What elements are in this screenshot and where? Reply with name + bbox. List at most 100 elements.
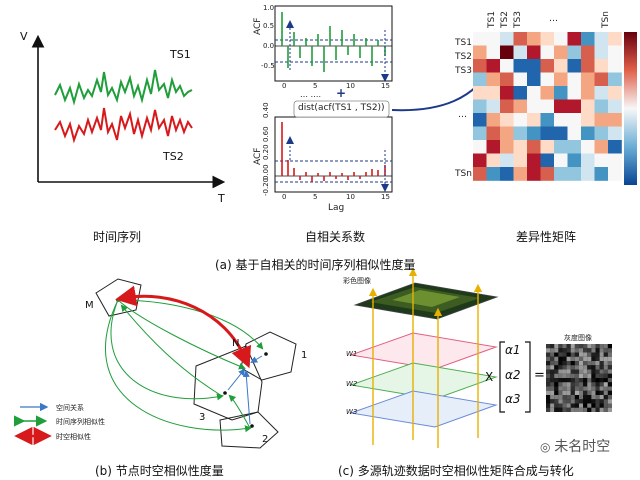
caption-time-series: 时间序列 bbox=[93, 230, 142, 244]
gray-cell bbox=[558, 365, 563, 370]
gray-cell bbox=[566, 399, 571, 404]
matrix-cell bbox=[473, 153, 487, 168]
gray-cell bbox=[583, 348, 588, 353]
gray-cell bbox=[558, 399, 563, 404]
gray-cell bbox=[562, 378, 567, 383]
matrix-cell bbox=[608, 126, 622, 141]
gray-cell bbox=[603, 356, 608, 361]
matrix-row-ts2: TS2 bbox=[455, 52, 472, 62]
matrix-cell bbox=[540, 72, 555, 87]
gray-cell bbox=[583, 378, 588, 383]
gray-cell bbox=[599, 373, 604, 378]
gray-cell bbox=[591, 390, 596, 395]
caption-panel-a: (a) 基于自相关的时间序列相似性度量 bbox=[215, 258, 416, 272]
similarity-arcs bbox=[105, 299, 264, 433]
equals-sign: = bbox=[534, 368, 545, 383]
gray-cell bbox=[591, 399, 596, 404]
gray-cell bbox=[587, 344, 592, 349]
gray-cell bbox=[562, 344, 567, 349]
gray-cell bbox=[566, 390, 571, 395]
gray-cell bbox=[570, 382, 575, 387]
legend-arrows bbox=[14, 402, 52, 446]
gray-cell bbox=[554, 403, 559, 408]
gray-cell bbox=[583, 386, 588, 391]
gray-cell bbox=[570, 369, 575, 374]
gray-cell bbox=[558, 403, 563, 408]
gray-cell bbox=[554, 369, 559, 374]
gray-cell bbox=[554, 365, 559, 370]
gray-cell bbox=[570, 395, 575, 400]
matrix-cell bbox=[594, 32, 609, 46]
gray-cell bbox=[603, 407, 608, 412]
gray-cell bbox=[570, 344, 575, 349]
gray-cell bbox=[554, 373, 559, 378]
matrix-cell bbox=[513, 72, 528, 87]
matrix-cell bbox=[527, 99, 541, 114]
gray-cell bbox=[574, 399, 579, 404]
matrix-cell bbox=[581, 32, 595, 46]
acf-bottom-xtick-3: 15 bbox=[381, 193, 390, 201]
gray-cell bbox=[579, 352, 584, 357]
acf-top-xtick-1: 5 bbox=[313, 82, 318, 90]
matrix-cell bbox=[567, 153, 582, 168]
gray-cell bbox=[558, 361, 563, 366]
matrix-cell bbox=[540, 45, 555, 60]
matrix-col-ts3: TS3 bbox=[513, 11, 523, 28]
gray-cell bbox=[595, 361, 600, 366]
gray-cell bbox=[574, 403, 579, 408]
gray-cell bbox=[583, 365, 588, 370]
gray-cell bbox=[579, 407, 584, 412]
gray-cell bbox=[591, 382, 596, 387]
matrix-cell bbox=[540, 167, 555, 181]
matrix-cell bbox=[527, 126, 541, 141]
gray-cell bbox=[587, 348, 592, 353]
color-image-label: 彩色图像 bbox=[343, 277, 371, 285]
gray-cell bbox=[599, 386, 604, 391]
gray-cell bbox=[554, 361, 559, 366]
gray-cell bbox=[603, 352, 608, 357]
acf-dots: … …. bbox=[300, 90, 322, 99]
matrix-cell bbox=[500, 140, 514, 154]
acf-bottom-ytick-0: 0.40 bbox=[262, 102, 270, 118]
gray-cell bbox=[558, 407, 563, 412]
acf-top-plot bbox=[274, 5, 393, 82]
matrix-cell bbox=[567, 72, 582, 87]
gray-cell bbox=[591, 403, 596, 408]
plus-sign: + bbox=[336, 86, 347, 100]
gray-cell bbox=[554, 382, 559, 387]
gray-cell bbox=[587, 378, 592, 383]
gray-cell bbox=[595, 352, 600, 357]
matrix-cell bbox=[486, 99, 501, 114]
gray-cell bbox=[546, 369, 551, 374]
gray-cell bbox=[587, 395, 592, 400]
acf-bottom-xtick-0: 0 bbox=[282, 193, 287, 201]
gray-cell bbox=[554, 356, 559, 361]
gray-cell bbox=[566, 378, 571, 383]
gray-cell bbox=[554, 399, 559, 404]
gray-cell bbox=[603, 399, 608, 404]
gray-cell bbox=[566, 369, 571, 374]
acf-top-ytick-3: -0.5 bbox=[261, 62, 275, 70]
gray-cell bbox=[587, 386, 592, 391]
axis-t-label: T bbox=[218, 192, 225, 205]
gray-cell bbox=[574, 361, 579, 366]
gray-cell bbox=[574, 369, 579, 374]
matrix-col-tsn: TSn bbox=[601, 11, 611, 28]
gray-cell bbox=[587, 365, 592, 370]
gray-cell bbox=[607, 399, 612, 404]
node-m-label: M bbox=[85, 300, 94, 311]
gray-cell bbox=[583, 403, 588, 408]
gray-cell bbox=[550, 348, 555, 353]
gray-cell bbox=[558, 386, 563, 391]
legend-spatial: 空间关系 bbox=[56, 404, 84, 412]
gray-cell bbox=[579, 348, 584, 353]
gray-cell bbox=[599, 344, 604, 349]
gray-cell bbox=[599, 369, 604, 374]
gray-cell bbox=[583, 369, 588, 374]
gray-cell bbox=[603, 378, 608, 383]
matrix-cell bbox=[608, 99, 622, 114]
gray-cell bbox=[550, 373, 555, 378]
matrix-cell bbox=[581, 45, 595, 60]
matrix-cell bbox=[594, 45, 609, 60]
gray-cell bbox=[574, 395, 579, 400]
